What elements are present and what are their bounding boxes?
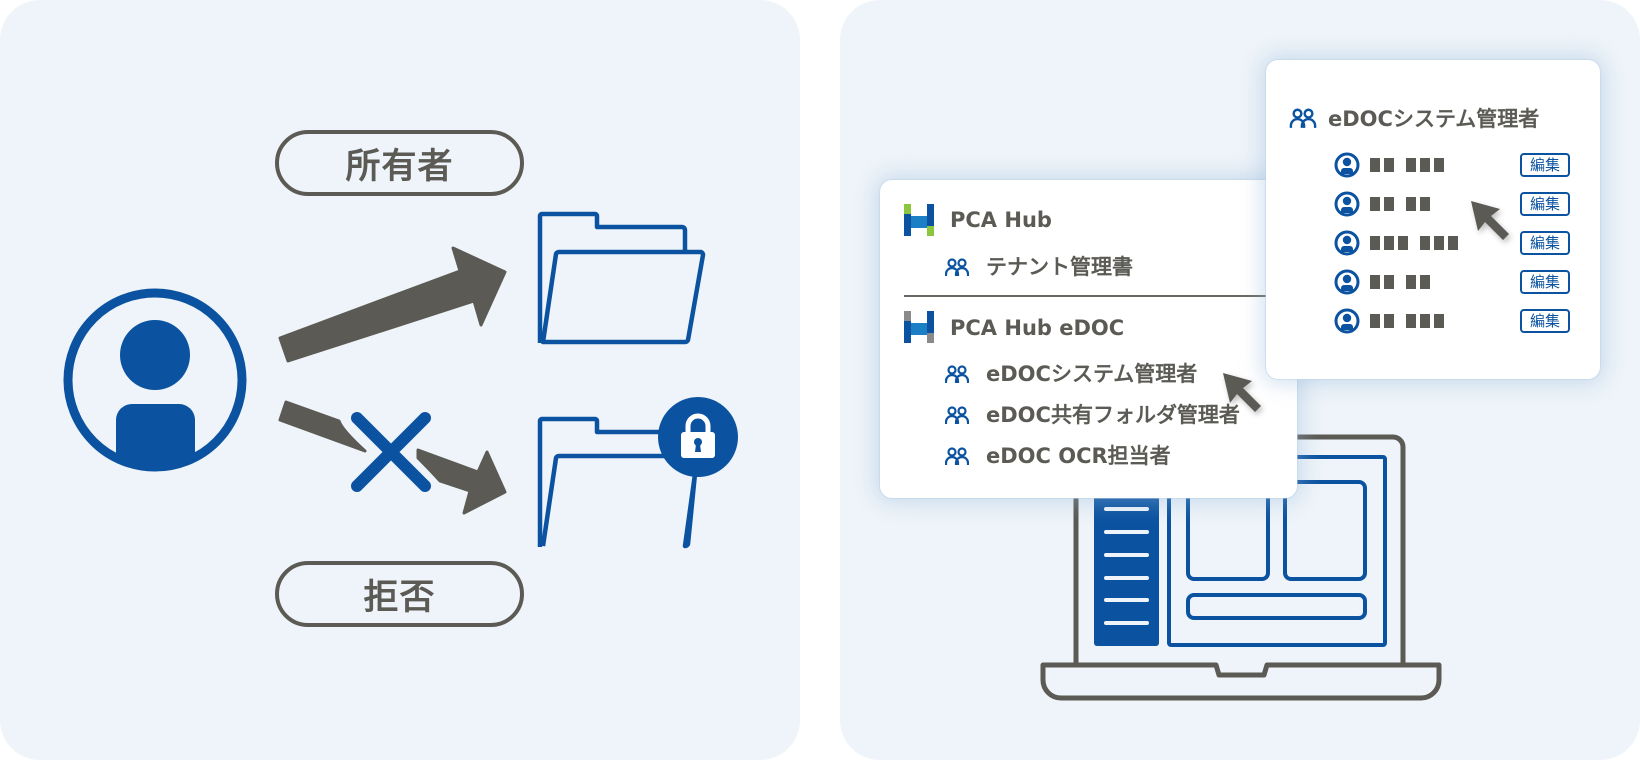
pca-hub-edoc-logo — [904, 311, 934, 343]
redaction-block — [1448, 236, 1458, 250]
role-label: eDOC OCR担当者 — [986, 444, 1171, 468]
redaction-block — [1434, 236, 1444, 250]
redaction-block — [1384, 314, 1394, 328]
group-icon — [945, 406, 969, 424]
redaction-block — [1406, 275, 1416, 289]
edit-button[interactable]: 編集 — [1520, 192, 1570, 216]
role-label: eDOC共有フォルダ管理者 — [986, 403, 1240, 427]
role-item-tenant-admin[interactable]: テナント管理書 — [945, 253, 1133, 281]
member-name-redacted — [1370, 197, 1434, 211]
permission-diagram — [63, 211, 738, 549]
member-row: 編集 — [1334, 152, 1570, 178]
redaction-block — [1420, 275, 1430, 289]
user-icon — [1334, 269, 1360, 295]
redaction-block — [1420, 314, 1430, 328]
member-name-redacted — [1370, 275, 1434, 289]
redaction-block — [1370, 236, 1380, 250]
redaction-block — [1384, 236, 1394, 250]
group-icon — [1289, 108, 1317, 128]
redaction-block — [1406, 158, 1416, 172]
lock-icon — [658, 397, 738, 477]
app-title-pca-hub-edoc: PCA Hub eDOC — [950, 316, 1125, 340]
members-card-header: eDOCシステム管理者 — [1289, 103, 1539, 133]
arrow-allowed-icon — [278, 246, 507, 363]
redaction-block — [1420, 236, 1430, 250]
role-label: eDOCシステム管理者 — [986, 362, 1198, 386]
redaction-block — [1384, 275, 1394, 289]
edit-button[interactable]: 編集 — [1520, 153, 1570, 177]
user-icon — [1334, 152, 1360, 178]
member-name-redacted — [1370, 236, 1462, 250]
redaction-block — [1406, 197, 1416, 211]
member-row: 編集 — [1334, 308, 1570, 334]
arrow-denied-icon — [278, 400, 507, 515]
roles-card: PCA Hub テナント管理書 PCA Hub eDOC eDOCシステム管理者 — [880, 180, 1297, 498]
role-label: テナント管理書 — [986, 255, 1133, 279]
redaction-block — [1370, 158, 1380, 172]
group-icon — [945, 258, 969, 276]
redaction-block — [1434, 158, 1444, 172]
group-icon — [945, 365, 969, 383]
group-icon — [945, 447, 969, 465]
owner-label: 所有者 — [275, 130, 524, 196]
member-row: 編集 — [1334, 269, 1570, 295]
edit-button[interactable]: 編集 — [1520, 270, 1570, 294]
denied-label: 拒否 — [275, 561, 524, 627]
member-name-redacted — [1370, 158, 1448, 172]
redaction-block — [1406, 314, 1416, 328]
members-card: eDOCシステム管理者 編集編集編集編集編集 — [1266, 60, 1600, 379]
redaction-block — [1384, 158, 1394, 172]
member-name-redacted — [1370, 314, 1448, 328]
redaction-block — [1434, 314, 1444, 328]
folder-locked-icon — [537, 416, 698, 549]
role-item-edoc-shared-folder-admin[interactable]: eDOC共有フォルダ管理者 — [945, 401, 1240, 429]
redaction-block — [1370, 197, 1380, 211]
redaction-block — [1370, 275, 1380, 289]
cursor-pointer-icon — [1223, 373, 1261, 412]
cursor-pointer-icon — [1471, 201, 1509, 240]
user-icon — [1334, 308, 1360, 334]
app-title-pca-hub: PCA Hub — [950, 208, 1052, 232]
user-avatar-icon — [63, 288, 247, 472]
folder-open-icon — [537, 211, 706, 345]
redaction-block — [1370, 314, 1380, 328]
edit-button[interactable]: 編集 — [1520, 309, 1570, 333]
user-icon — [1334, 230, 1360, 256]
pca-hub-logo — [904, 204, 934, 236]
edit-button[interactable]: 編集 — [1520, 231, 1570, 255]
user-icon — [1334, 191, 1360, 217]
role-item-edoc-ocr[interactable]: eDOC OCR担当者 — [945, 442, 1171, 470]
x-mark-icon — [351, 412, 431, 492]
member-row: 編集 — [1334, 191, 1570, 217]
redaction-block — [1420, 158, 1430, 172]
divider — [904, 295, 1297, 297]
redaction-block — [1420, 197, 1430, 211]
role-item-edoc-system-admin[interactable]: eDOCシステム管理者 — [945, 360, 1197, 388]
member-row: 編集 — [1334, 230, 1570, 256]
members-card-title: eDOCシステム管理者 — [1328, 107, 1540, 131]
redaction-block — [1384, 197, 1394, 211]
laptop-sidebar-lines — [1104, 507, 1149, 625]
redaction-block — [1398, 236, 1408, 250]
